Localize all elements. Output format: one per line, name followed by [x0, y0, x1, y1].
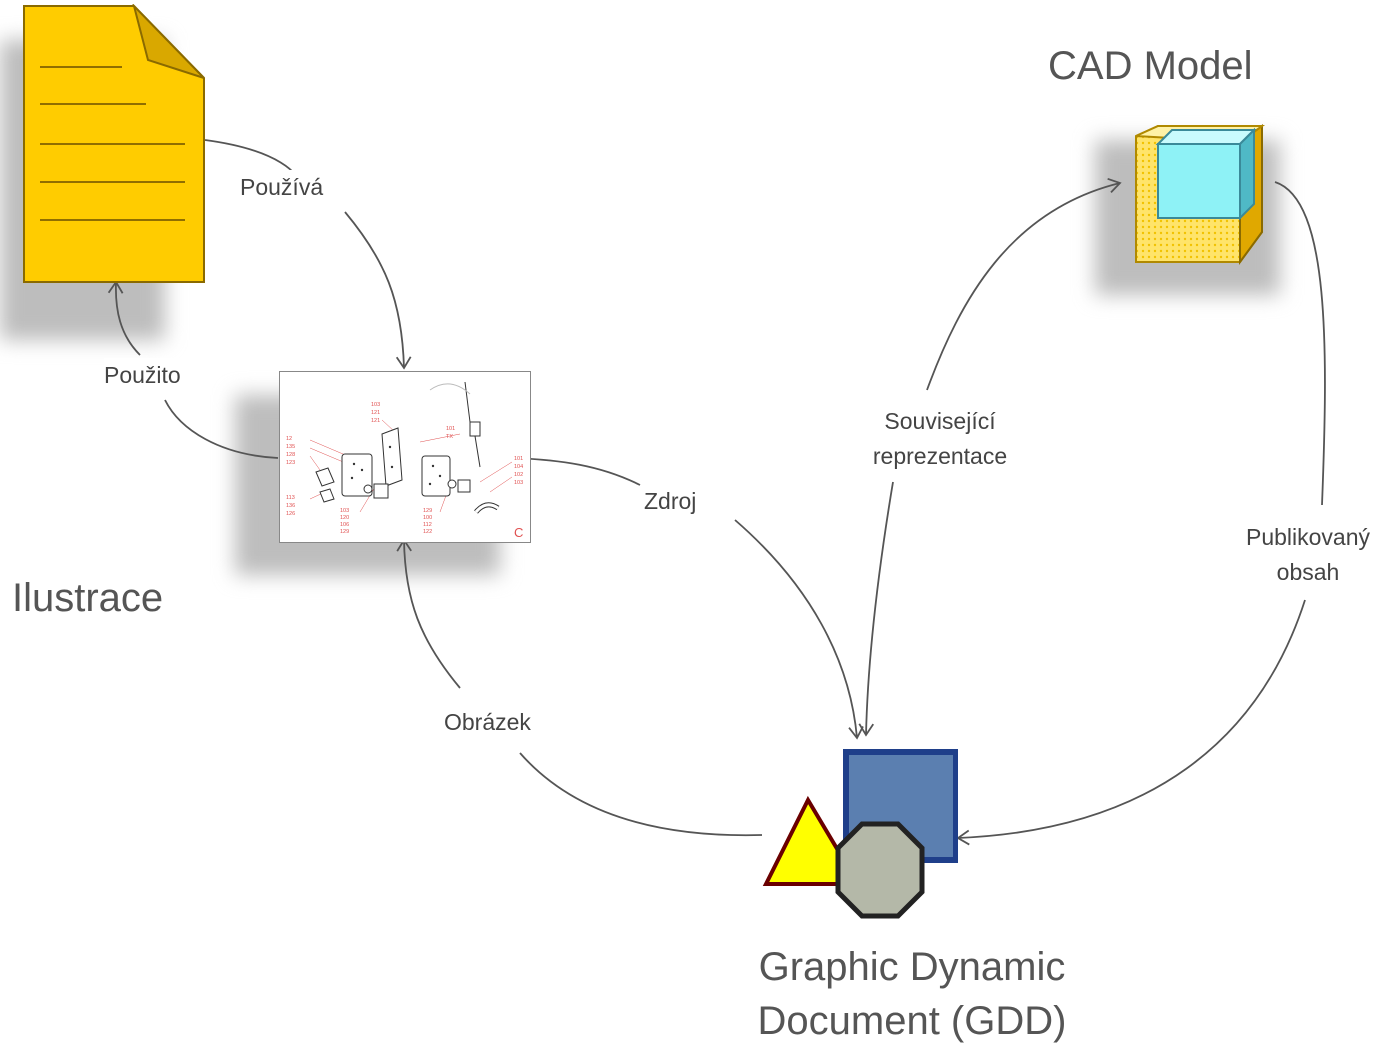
edge-obrazek	[396, 538, 461, 689]
edge-label-publikovany-line1: Publikovaný	[1245, 524, 1371, 550]
gdd-title-line1: Graphic Dynamic	[758, 945, 1066, 989]
callout-left-2: 135	[286, 444, 295, 450]
illustration-image: 103 121 121 12 135 128 123 113 136 126 1…	[279, 371, 531, 543]
callout-r-1: 101	[514, 456, 523, 462]
illustration-title: Ilustrace	[12, 576, 164, 620]
callout-lb-3: 126	[286, 511, 295, 517]
callout-mid-2: TX	[446, 434, 453, 440]
gdd-title: Graphic Dynamic Document (GDD)	[702, 940, 1122, 1048]
callout-r-4: 103	[514, 480, 523, 486]
drawing-corner-letter: C	[514, 525, 523, 540]
callout-cb-2: 120	[340, 515, 349, 521]
edge-label-zdroj: Zdroj	[644, 484, 697, 519]
edge-souvisejici-up	[926, 177, 1122, 391]
callout-lb-2: 136	[286, 503, 295, 509]
edge-label-souvisejici-line1: Související	[884, 408, 996, 434]
callout-left-1: 12	[286, 436, 292, 442]
edge-label-souvisejici: Související reprezentace	[840, 404, 1040, 474]
cad-model-title: CAD Model	[1048, 44, 1253, 88]
edge-label-publikovany: Publikovaný obsah	[1218, 520, 1398, 590]
edge-souvisejici-down	[858, 481, 894, 737]
callout-cb-4: 129	[340, 529, 349, 535]
document-icon	[23, 4, 205, 283]
callout-rb-2: 100	[423, 515, 432, 521]
callout-top-3: 121	[371, 418, 380, 424]
edge-label-pouziva: Používá	[240, 170, 324, 205]
exploded-parts-drawing: 103 121 121 12 135 128 123 113 136 126 1…	[286, 381, 523, 540]
callout-rb-4: 122	[423, 529, 432, 535]
edge-publikovany-top	[1274, 181, 1326, 506]
cad-model-icon	[1135, 124, 1266, 265]
callout-top-1: 103	[371, 402, 380, 408]
callout-rb-3: 112	[423, 522, 432, 528]
edge-label-obrazek: Obrázek	[444, 705, 531, 740]
callout-cb-1: 103	[340, 508, 349, 514]
edge-obrazek-lower	[519, 752, 763, 837]
callout-mid-1: 101	[446, 426, 455, 432]
edge-pouzito-arrow	[107, 280, 141, 356]
callout-top-2: 121	[371, 410, 380, 416]
edge-label-publikovany-line2: obsah	[1276, 559, 1340, 585]
callout-cb-3: 106	[340, 522, 349, 528]
edge-zdroj	[514, 457, 641, 486]
callout-lb-1: 113	[286, 495, 295, 501]
callout-r-2: 104	[514, 464, 523, 470]
callout-rb-1: 129	[423, 508, 432, 514]
callout-left-4: 123	[286, 460, 295, 466]
callout-r-3: 102	[514, 472, 523, 478]
edge-pouzito	[164, 399, 279, 459]
gdd-shapes-icon	[762, 749, 958, 919]
edge-publikovany-bottom	[956, 599, 1306, 846]
callout-left-3: 128	[286, 452, 295, 458]
edge-label-souvisejici-line2: reprezentace	[872, 443, 1008, 469]
edge-pouziva-arrow	[344, 211, 412, 370]
gdd-title-line2: Document (GDD)	[757, 999, 1067, 1043]
edge-label-pouzito: Použito	[104, 358, 181, 393]
edge-zdroj-arrow	[734, 519, 864, 740]
